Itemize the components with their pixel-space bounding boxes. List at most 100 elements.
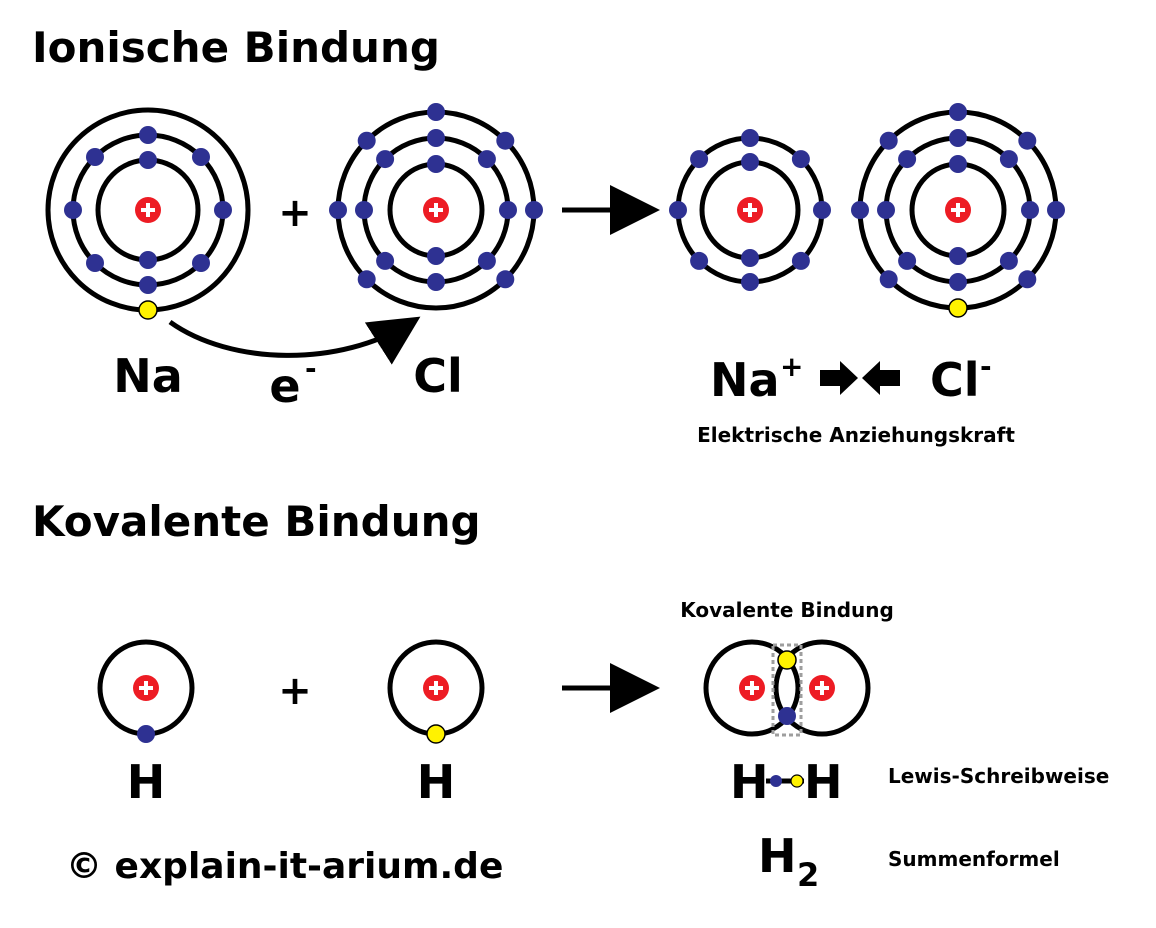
na-ion-label: Na [710, 353, 780, 407]
formula-caption: Summenformel [888, 847, 1060, 871]
na-nucleus [135, 197, 161, 223]
electron [669, 201, 687, 219]
electron [690, 251, 709, 270]
shared-electron-yellow [777, 650, 797, 670]
electron [949, 273, 967, 291]
cl-ion-electrons [851, 103, 1065, 291]
plus-icon [139, 681, 153, 695]
na-electrons [64, 126, 232, 294]
hydrogen-atom-1 [97, 639, 195, 743]
plus-icon [141, 203, 155, 217]
electron [86, 254, 104, 272]
electron [791, 150, 810, 169]
electron [879, 270, 898, 289]
electron [329, 201, 347, 219]
electron [357, 270, 376, 289]
electron [949, 247, 967, 265]
cl-electrons [329, 103, 543, 291]
na-ion-charge: + [780, 350, 803, 383]
cl-ion-label: Cl [930, 353, 980, 407]
electron [86, 148, 104, 166]
bond-highlight-box [771, 643, 803, 737]
plus-icon [815, 681, 829, 695]
electron [813, 201, 831, 219]
hydrogen-molecule [703, 639, 871, 737]
electron [64, 201, 82, 219]
electron [139, 276, 157, 294]
electron [139, 126, 157, 144]
chlorine-atom [329, 103, 543, 311]
chloride-ion [851, 103, 1065, 318]
electron [192, 254, 210, 272]
electron [357, 131, 376, 150]
electron [851, 201, 869, 219]
electron [139, 151, 157, 169]
sodium-ion [669, 129, 831, 291]
na-valence-electron [138, 300, 158, 320]
plus-icon [429, 681, 443, 695]
electron [214, 201, 232, 219]
plus-icon [745, 681, 759, 695]
h1-nucleus [133, 675, 159, 701]
electron [1018, 131, 1037, 150]
electron [427, 103, 445, 121]
electron [139, 251, 157, 269]
electron [949, 129, 967, 147]
cl-label: Cl [413, 349, 463, 403]
electron [898, 150, 917, 169]
electron [949, 155, 967, 173]
lewis-electron-yellow [790, 774, 804, 788]
cl-nucleus [423, 197, 449, 223]
h2-molecule-shell-left [703, 639, 801, 737]
electron [427, 273, 445, 291]
h2-molecule-shell-right [773, 639, 871, 737]
covalent-plus-sign: + [278, 668, 312, 714]
attraction-caption: Elektrische Anziehungskraft [697, 423, 1015, 447]
electron [525, 201, 543, 219]
na-ion-electrons [669, 129, 831, 291]
electron [427, 247, 445, 265]
h2-nucleus [423, 675, 449, 701]
electron [477, 251, 496, 270]
covalent-title: Kovalente Bindung [32, 497, 481, 546]
h2-electron [426, 724, 446, 744]
electron [1021, 201, 1039, 219]
na-label: Na [113, 349, 183, 403]
plus-icon [429, 203, 443, 217]
electron [427, 129, 445, 147]
electron [355, 201, 373, 219]
plus-icon [743, 203, 757, 217]
electron [690, 150, 709, 169]
formula-h: H [758, 829, 797, 883]
lewis-caption: Lewis-Schreibweise [888, 764, 1109, 788]
electron [1047, 201, 1065, 219]
h1-label: H [127, 755, 166, 809]
electron [999, 150, 1018, 169]
electron [898, 251, 917, 270]
na-ion-nucleus [737, 197, 763, 223]
electron [879, 131, 898, 150]
electron [496, 270, 515, 289]
hydrogen-atom-2 [387, 639, 485, 744]
lewis-h1: H [730, 755, 769, 809]
electron [477, 150, 496, 169]
electron-label: e [269, 359, 300, 413]
cl-ion-charge: - [980, 350, 992, 383]
h1-electron [137, 725, 155, 743]
electron-charge: - [305, 352, 317, 385]
electron-transfer-arrow [168, 316, 421, 365]
electron [741, 153, 759, 171]
electron [949, 103, 967, 121]
lewis-h2: H [804, 755, 843, 809]
electron [741, 129, 759, 147]
electron [741, 249, 759, 267]
electron [1018, 270, 1037, 289]
electron [427, 155, 445, 173]
electron [999, 251, 1018, 270]
formula-subscript: 2 [797, 856, 819, 894]
ionic-title: Ionische Bindung [32, 23, 440, 72]
covalent-bond-caption: Kovalente Bindung [680, 598, 894, 622]
lewis-electron-blue [770, 775, 782, 787]
electron [376, 150, 395, 169]
